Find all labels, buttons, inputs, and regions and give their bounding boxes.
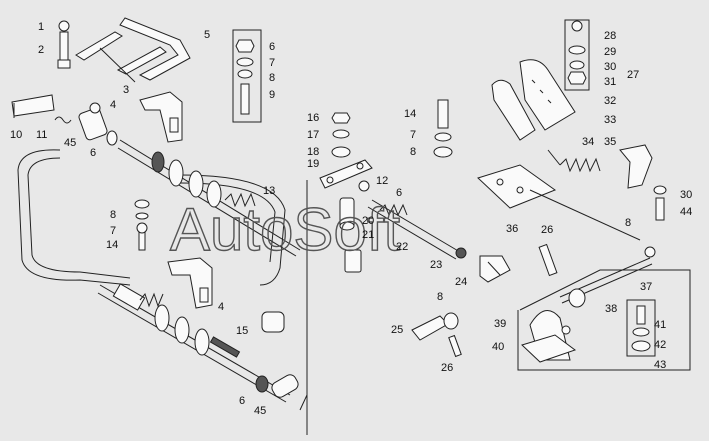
grommet-15 <box>261 311 285 333</box>
callout-label: 18 <box>307 146 319 158</box>
callout-label: 21 <box>362 229 374 241</box>
callout-label: 10 <box>10 129 22 141</box>
panel-divider-tick <box>299 394 308 411</box>
plate-36 <box>477 164 557 209</box>
callout-label: 29 <box>604 46 616 58</box>
callout-label: 40 <box>492 341 504 353</box>
callout-label: 6 <box>269 41 275 53</box>
callout-label: 36 <box>506 223 518 235</box>
link-36-8 <box>529 189 641 241</box>
callout-label: 43 <box>654 359 666 371</box>
callout-label: 34 <box>582 136 594 148</box>
callout-label: 3 <box>123 84 129 96</box>
callout-label: 2 <box>38 44 44 56</box>
callout-label: 14 <box>106 239 118 251</box>
bolt-stack-lower-right <box>626 299 656 357</box>
mount-39-40 <box>517 269 691 371</box>
callout-label: 32 <box>604 95 616 107</box>
callout-label: 7 <box>269 57 275 69</box>
callout-label: 31 <box>604 76 616 88</box>
callout-label: 26 <box>441 362 453 374</box>
pedal-plate <box>491 59 576 141</box>
callout-label: 7 <box>410 129 416 141</box>
callout-label: 44 <box>680 206 692 218</box>
callout-label: 19 <box>307 158 319 170</box>
shaft-37 <box>559 246 656 308</box>
callout-label: 17 <box>307 129 319 141</box>
callout-label: 8 <box>625 217 631 229</box>
bolt-stack-right-mid <box>433 99 453 158</box>
bracket-35 <box>619 144 653 189</box>
bolt-stack-left <box>134 199 150 251</box>
callout-label: 45 <box>254 405 266 417</box>
callout-label: 4 <box>110 99 116 111</box>
callout-label: 28 <box>604 30 616 42</box>
watermark: AutoSoft <box>170 196 400 263</box>
callout-label: 24 <box>455 276 467 288</box>
callout-label: 6 <box>239 395 245 407</box>
callout-label: 8 <box>410 146 416 158</box>
bracket-3 <box>75 31 167 83</box>
callout-label: 8 <box>437 291 443 303</box>
callout-label: 35 <box>604 136 616 148</box>
bracket-5 <box>119 17 191 81</box>
pin-26 <box>538 243 558 277</box>
callout-label: 30 <box>604 61 616 73</box>
bolt-stack-center <box>232 29 262 123</box>
cable-loop-inner <box>27 157 131 279</box>
cable-shaft-upper <box>106 130 301 257</box>
callout-label: 9 <box>269 89 275 101</box>
bolt-stack-right-top <box>564 19 590 91</box>
callout-label: 12 <box>376 175 388 187</box>
callout-label: 38 <box>605 303 617 315</box>
callout-label: 23 <box>430 259 442 271</box>
spring-34 <box>547 149 601 173</box>
callout-label: 13 <box>263 185 275 197</box>
callout-label: 8 <box>269 72 275 84</box>
callout-label: 41 <box>654 319 666 331</box>
bracket-4-upper <box>139 91 183 143</box>
callout-label: 22 <box>396 241 408 253</box>
callout-label: 7 <box>110 225 116 237</box>
callout-label: 39 <box>494 318 506 330</box>
fork-24 <box>479 255 511 283</box>
fitting-45-upper <box>78 102 108 141</box>
callout-label: 6 <box>396 187 402 199</box>
callout-label: 1 <box>38 21 44 33</box>
washer-stack-center <box>319 112 373 189</box>
plate-10 <box>11 94 55 118</box>
callout-label: 26 <box>541 224 553 236</box>
callout-label: 4 <box>218 301 224 313</box>
bolt-top-left <box>57 20 71 69</box>
callout-label: 42 <box>654 339 666 351</box>
rod-center <box>339 180 467 273</box>
callout-label: 20 <box>362 215 374 227</box>
callout-label: 15 <box>236 325 248 337</box>
pin-25 <box>411 312 462 358</box>
cable-loop-right <box>179 174 286 286</box>
callout-label: 45 <box>64 137 76 149</box>
callout-label: 30 <box>680 189 692 201</box>
cable-shaft-lower <box>97 283 299 403</box>
callout-label: 37 <box>640 281 652 293</box>
callout-label: 33 <box>604 114 616 126</box>
cable-loop-outer <box>17 149 131 286</box>
callout-label: 27 <box>627 69 639 81</box>
spring-11 <box>54 116 72 124</box>
bolt-stack-right-44 <box>653 185 667 221</box>
callout-label: 8 <box>110 209 116 221</box>
callout-label: 14 <box>404 108 416 120</box>
callout-label: 5 <box>204 29 210 41</box>
callout-label: 11 <box>36 129 47 141</box>
callout-label: 25 <box>391 324 403 336</box>
callout-label: 6 <box>90 147 96 159</box>
callout-label: 16 <box>307 112 319 124</box>
bracket-4-lower <box>167 257 213 309</box>
